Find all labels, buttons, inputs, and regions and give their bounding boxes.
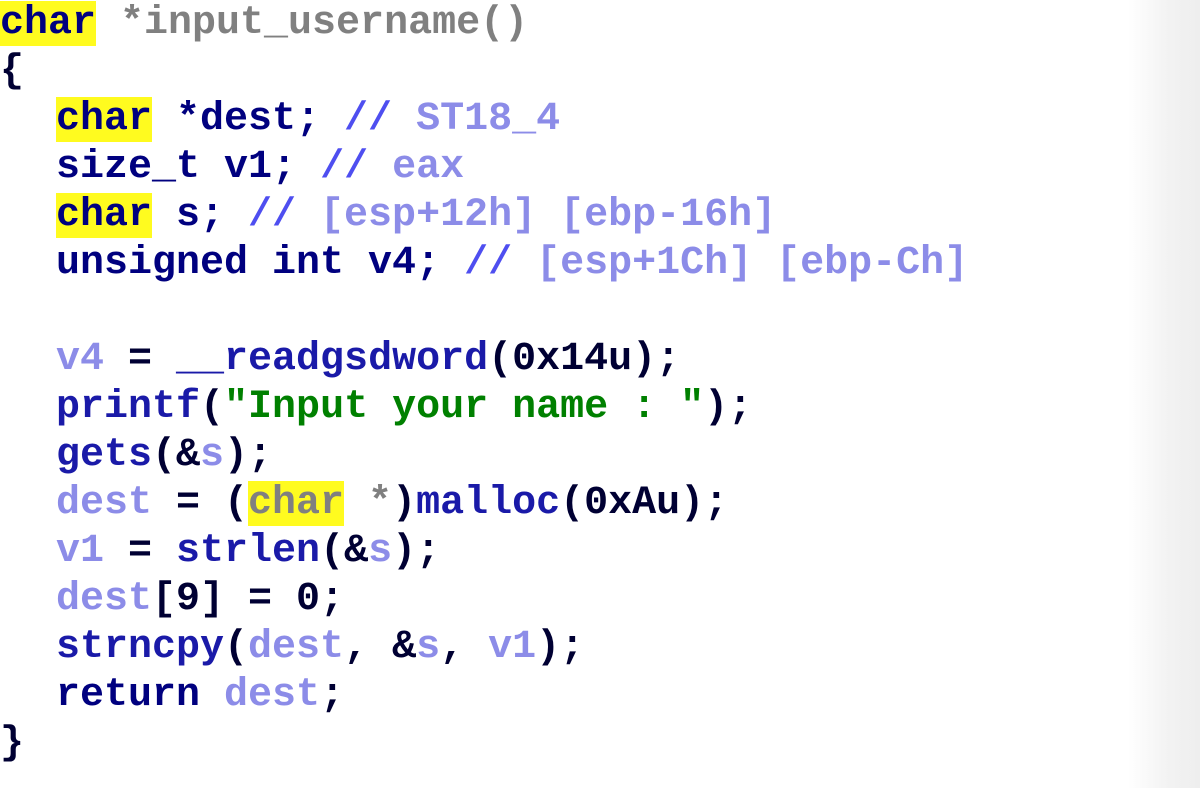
variable-ref[interactable]: s bbox=[200, 433, 225, 478]
decl-name[interactable]: v1; bbox=[200, 145, 321, 190]
separator: , bbox=[440, 625, 489, 670]
stmt-gets: gets(&s); bbox=[0, 432, 272, 480]
separator: , & bbox=[344, 625, 417, 670]
decl-name[interactable]: *dest; bbox=[152, 97, 345, 142]
stmt-return: return dest; bbox=[0, 672, 344, 720]
function-call[interactable]: __readgsdword bbox=[176, 337, 489, 382]
function-call[interactable]: printf bbox=[56, 385, 201, 430]
stmt-printf: printf("Input your name : "); bbox=[0, 384, 752, 432]
comment-slashes: // bbox=[248, 193, 321, 238]
paren: ) bbox=[392, 481, 417, 526]
decl-name[interactable]: v4; bbox=[344, 241, 465, 286]
decl-name[interactable]: s; bbox=[152, 193, 249, 238]
paren: ); bbox=[704, 385, 753, 430]
function-name[interactable]: *input_username() bbox=[96, 1, 529, 46]
stmt-strncpy: strncpy(dest, &s, v1); bbox=[0, 624, 584, 672]
decl-v4: unsigned int v4; // [esp+1Ch] [ebp-Ch] bbox=[0, 240, 968, 288]
decl-comment: [esp+1Ch] [ebp-Ch] bbox=[536, 241, 969, 286]
decl-v1: size_t v1; // eax bbox=[0, 144, 464, 192]
cast-type-keyword[interactable]: char bbox=[248, 481, 345, 526]
comment-slashes: // bbox=[464, 241, 537, 286]
semicolon: ; bbox=[320, 673, 345, 718]
cast-pointer: * bbox=[344, 481, 393, 526]
variable-ref[interactable]: s bbox=[416, 625, 441, 670]
string-literal[interactable]: "Input your name : " bbox=[224, 385, 705, 430]
paren: ); bbox=[224, 433, 273, 478]
close-brace-text: } bbox=[0, 721, 25, 766]
operator: = bbox=[104, 337, 177, 382]
stmt-dest-index: dest[9] = 0; bbox=[0, 576, 344, 624]
return-keyword[interactable]: return bbox=[56, 673, 201, 718]
operator: = ( bbox=[152, 481, 249, 526]
decl-type[interactable]: unsigned int bbox=[56, 241, 345, 286]
function-signature: char *input_username() bbox=[0, 0, 528, 48]
open-brace-text: { bbox=[0, 49, 25, 94]
function-call[interactable]: strlen bbox=[176, 529, 321, 574]
decl-type[interactable]: size_t bbox=[56, 145, 201, 190]
variable-ref[interactable]: dest bbox=[56, 577, 153, 622]
stmt-malloc: dest = (char *)malloc(0xAu); bbox=[0, 480, 728, 528]
open-brace: { bbox=[0, 48, 24, 96]
decl-type[interactable]: char bbox=[56, 193, 153, 238]
paren: (& bbox=[152, 433, 201, 478]
decl-dest: char *dest; // ST18_4 bbox=[0, 96, 560, 144]
return-type-keyword[interactable]: char bbox=[0, 1, 97, 46]
variable-ref[interactable]: dest bbox=[248, 625, 345, 670]
variable-ref[interactable]: s bbox=[368, 529, 393, 574]
decl-type[interactable]: char bbox=[56, 97, 153, 142]
variable-ref[interactable]: v1 bbox=[56, 529, 105, 574]
paren: ( bbox=[224, 625, 249, 670]
decl-s: char s; // [esp+12h] [ebp-16h] bbox=[0, 192, 776, 240]
stmt-strlen: v1 = strlen(&s); bbox=[0, 528, 440, 576]
call-args: (0xAu); bbox=[560, 481, 729, 526]
call-args: (0x14u); bbox=[488, 337, 681, 382]
space bbox=[200, 673, 224, 718]
close-brace: } bbox=[0, 720, 24, 768]
comment-slashes: // bbox=[320, 145, 393, 190]
function-call[interactable]: gets bbox=[56, 433, 153, 478]
decl-comment: [esp+12h] [ebp-16h] bbox=[320, 193, 777, 238]
function-call[interactable]: malloc bbox=[416, 481, 561, 526]
variable-ref[interactable]: v4 bbox=[56, 337, 105, 382]
variable-ref[interactable]: dest bbox=[56, 481, 153, 526]
stmt-readgsdword: v4 = __readgsdword(0x14u); bbox=[0, 336, 680, 384]
paren: ( bbox=[200, 385, 225, 430]
variable-ref[interactable]: dest bbox=[224, 673, 321, 718]
index-assign: [9] = 0; bbox=[152, 577, 345, 622]
paren: (& bbox=[320, 529, 369, 574]
decl-comment: eax bbox=[392, 145, 465, 190]
function-call[interactable]: strncpy bbox=[56, 625, 225, 670]
operator: = bbox=[104, 529, 177, 574]
decl-comment: ST18_4 bbox=[416, 97, 561, 142]
paren: ); bbox=[536, 625, 585, 670]
variable-ref[interactable]: v1 bbox=[488, 625, 537, 670]
comment-slashes: // bbox=[344, 97, 417, 142]
paren: ); bbox=[392, 529, 441, 574]
